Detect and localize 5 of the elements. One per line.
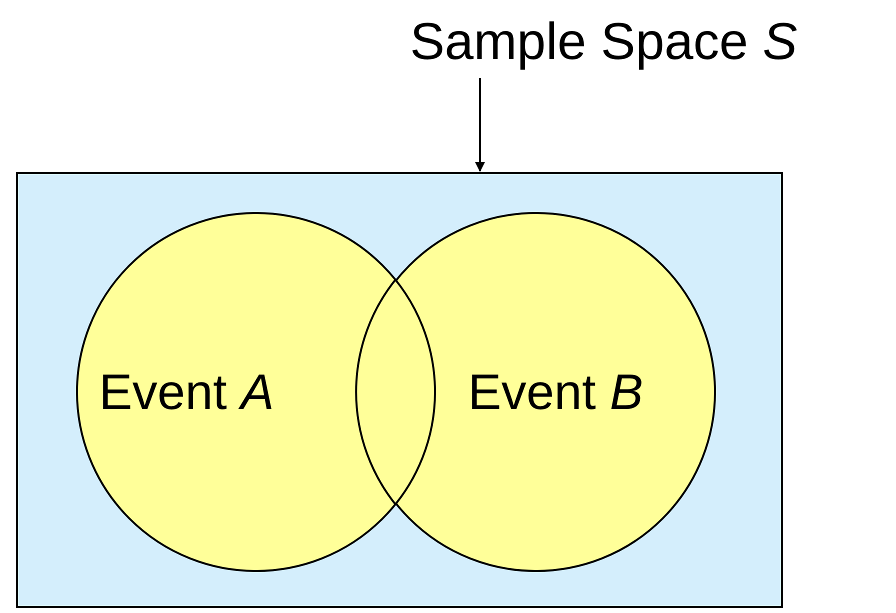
event-label: Event B <box>468 367 644 417</box>
sample-space-label: Sample Space S <box>410 16 798 68</box>
event-label: Event A <box>99 367 274 417</box>
arrow <box>475 78 485 172</box>
sample-space-rectangle <box>16 172 783 608</box>
